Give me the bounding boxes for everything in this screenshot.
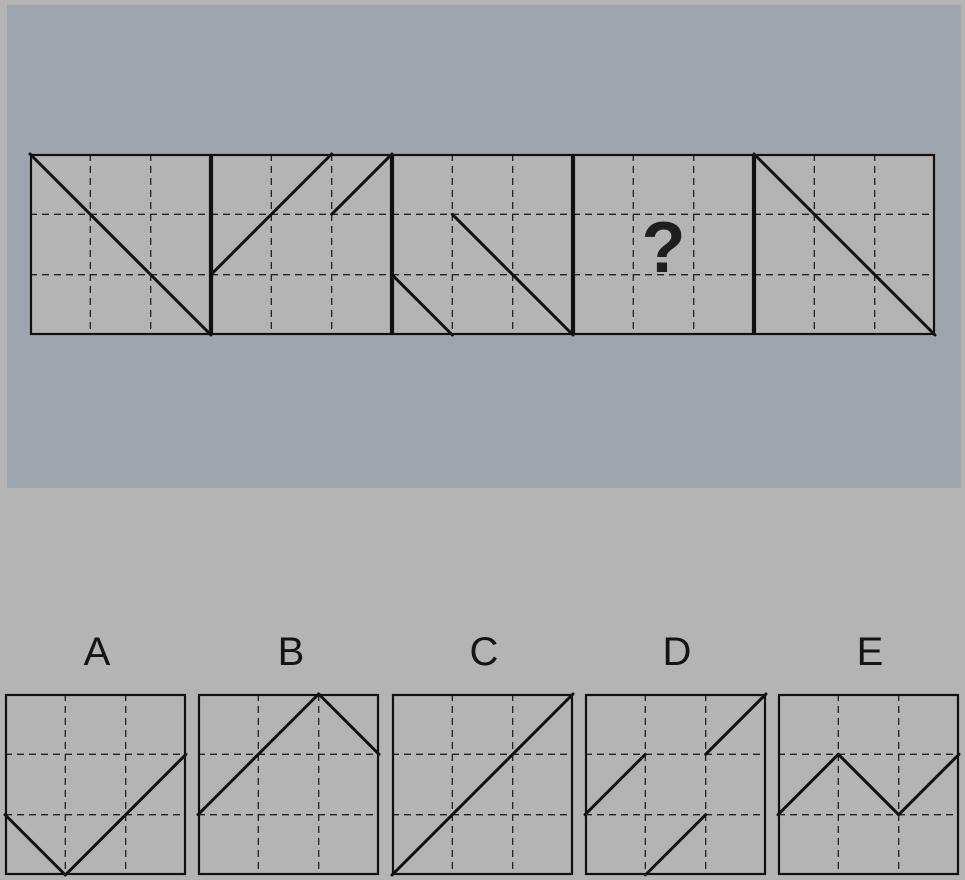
figure-line (196, 692, 321, 817)
sequence-cell-3 (390, 153, 575, 337)
cell-border (753, 153, 936, 336)
option-e[interactable] (776, 693, 961, 876)
option-a[interactable] (3, 693, 188, 877)
option-label-a: A (83, 630, 111, 674)
figure-line (390, 692, 575, 877)
figure-line (3, 813, 67, 877)
figure-line (704, 692, 768, 756)
cell-border (210, 153, 393, 336)
cell-border (391, 153, 574, 336)
figure-line (897, 752, 961, 817)
figure-line (776, 752, 840, 817)
option-label-b: B (277, 630, 305, 674)
figure-line (450, 212, 575, 337)
option-b[interactable] (196, 692, 381, 876)
figure-line (317, 692, 381, 756)
cell-border (777, 693, 960, 876)
cell-border (572, 153, 755, 336)
option-label-e: E (856, 630, 884, 674)
sequence-cell-4: ? (572, 153, 755, 336)
figure-line (583, 752, 647, 817)
cell-border (197, 693, 380, 876)
figure-line (752, 152, 937, 337)
figure-line (63, 752, 188, 877)
sequence-cell-5 (752, 152, 937, 337)
figure-line (209, 152, 334, 277)
cell-border (29, 153, 212, 336)
option-label-c: C (469, 630, 499, 674)
option-c[interactable] (390, 692, 575, 877)
figure-line (28, 152, 213, 337)
figure-line (836, 752, 901, 817)
question-mark: ? (641, 207, 686, 288)
sequence-cell-1 (28, 152, 213, 337)
figure-line (330, 152, 394, 216)
option-label-d: D (662, 630, 692, 674)
option-d[interactable] (583, 692, 768, 877)
cell-border (584, 693, 767, 876)
cell-border (391, 693, 574, 876)
figure-line (390, 273, 454, 337)
sequence-cell-2 (209, 152, 394, 336)
figure-line (643, 813, 708, 877)
cell-border (4, 693, 187, 876)
